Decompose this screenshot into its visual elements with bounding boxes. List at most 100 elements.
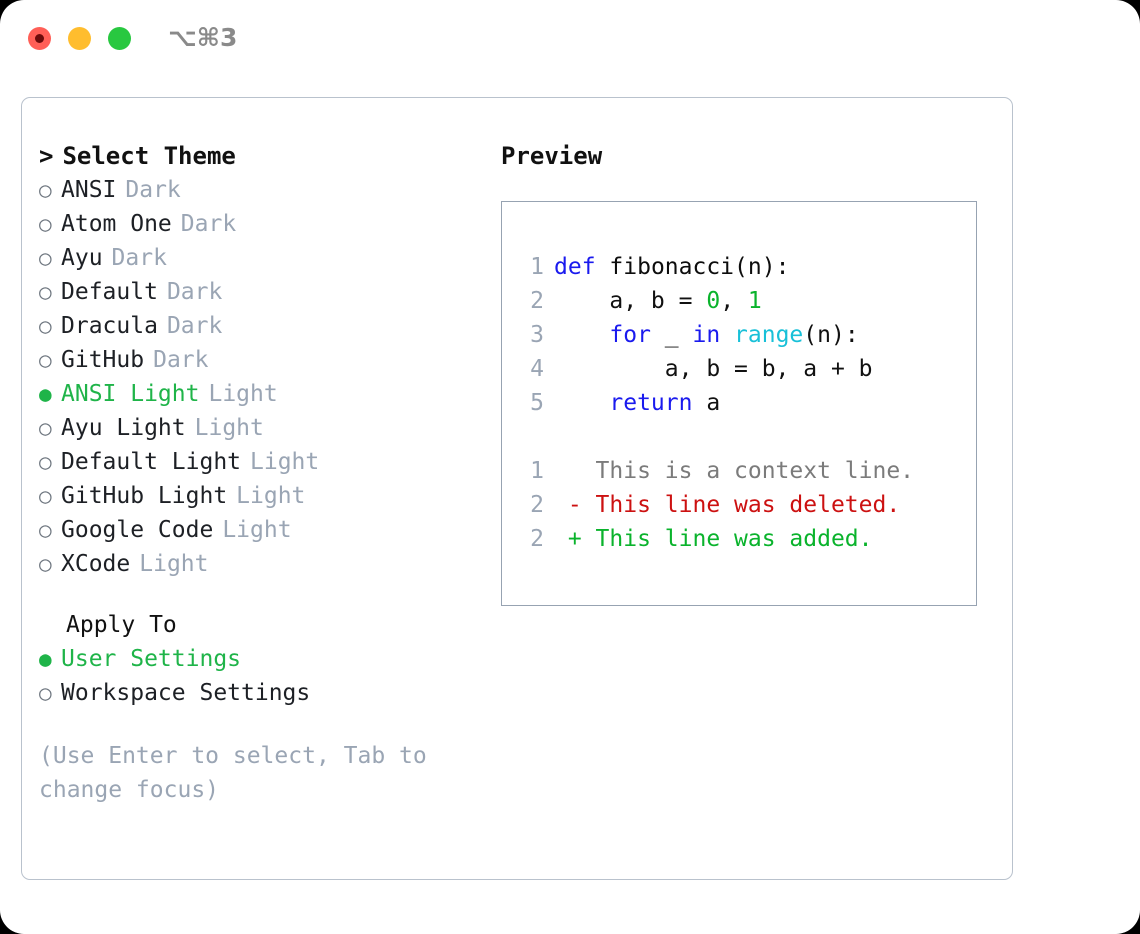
diff-line-text: This line was deleted.: [595, 492, 901, 518]
diff-sign: -: [554, 492, 596, 518]
theme-name-label: GitHub: [61, 347, 145, 373]
theme-name-label: ANSI: [61, 177, 117, 203]
title-bar: ⌥⌘3: [0, 0, 1140, 76]
apply-to-option[interactable]: ● User Settings: [39, 642, 469, 676]
code-line: 3 for _ in range(n):: [518, 318, 970, 352]
radio-selected-icon: ●: [39, 647, 52, 671]
apply-to-heading: Apply To: [66, 612, 177, 638]
maximize-window-button[interactable]: [108, 27, 131, 50]
code-token: [554, 322, 609, 348]
theme-name-label: Google Code: [61, 517, 214, 543]
theme-list-item[interactable]: ○ Dracula Dark: [39, 309, 469, 343]
close-window-button[interactable]: [28, 27, 51, 50]
radio-unselected-icon: ○: [39, 314, 52, 338]
theme-name-label: GitHub Light: [61, 483, 228, 509]
diff-line-number: 2: [530, 526, 544, 552]
theme-variant-tag: Light: [222, 517, 292, 543]
diff-line-number: 2: [530, 492, 544, 518]
code-token: [720, 322, 734, 348]
theme-name-label: Dracula: [61, 313, 158, 339]
theme-variant-tag: Dark: [180, 211, 237, 237]
radio-unselected-icon: ○: [39, 178, 52, 202]
caret-right-icon: >: [39, 142, 54, 170]
diff-line-text: This line was added.: [595, 526, 873, 552]
radio-unselected-icon: ○: [39, 484, 52, 508]
theme-variant-tag: Light: [208, 381, 278, 407]
apply-to-option[interactable]: ○Workspace Settings: [39, 676, 469, 710]
diff-line: 1 This is a context line.: [518, 454, 970, 488]
code-diff-spacer: [518, 420, 970, 454]
theme-list-item[interactable]: ○ GitHub Dark: [39, 343, 469, 377]
theme-name-label: Default: [61, 279, 158, 305]
code-token: def: [554, 254, 596, 280]
theme-variant-tag: Light: [139, 551, 209, 577]
theme-name-label: Ayu Light: [61, 415, 186, 441]
theme-name-label: Atom One: [61, 211, 172, 237]
select-theme-heading-label: Select Theme: [62, 142, 236, 170]
theme-variant-tag: Dark: [125, 177, 181, 203]
apply-to-option-label: User Settings: [61, 646, 242, 672]
code-token: [554, 390, 609, 416]
radio-unselected-icon: ○: [39, 348, 52, 372]
diff-line-number: 1: [530, 458, 544, 484]
select-theme-heading: > Select Theme: [39, 139, 469, 173]
code-token: ,: [720, 288, 748, 314]
radio-unselected-icon: ○: [39, 280, 52, 304]
code-line-number: 3: [530, 322, 544, 348]
preview-heading: Preview: [501, 142, 603, 170]
keyboard-hint-text: (Use Enter to select, Tab to change focu…: [39, 743, 427, 803]
diff-line-text: This is a context line.: [595, 458, 915, 484]
code-token: a: [692, 390, 721, 416]
code-line-number: 5: [530, 390, 544, 416]
theme-variant-tag: Light: [236, 483, 306, 509]
code-line: 5 return a: [518, 386, 970, 420]
code-token: range: [734, 322, 804, 348]
theme-list-item[interactable]: ○ GitHub Light Light: [39, 479, 469, 513]
code-token: 0: [706, 288, 721, 314]
code-line-number: 1: [530, 254, 544, 280]
theme-variant-tag: Light: [250, 449, 320, 475]
diff-sign: +: [554, 526, 596, 552]
code-token: return: [609, 390, 693, 416]
code-line-number: 4: [530, 356, 544, 382]
theme-variant-tag: Dark: [166, 313, 223, 339]
theme-list-item[interactable]: ○ ANSI Dark: [39, 173, 469, 207]
diff-snippet: 1 This is a context line.2 - This line w…: [518, 454, 970, 556]
theme-name-label: ANSI Light: [61, 381, 200, 407]
radio-unselected-icon: ○: [39, 246, 52, 270]
radio-unselected-icon: ○: [39, 681, 52, 705]
code-token: in: [692, 322, 721, 348]
code-token: a, b = b, a + b: [554, 356, 873, 382]
code-token: a, b =: [554, 288, 707, 314]
code-line: 1 def fibonacci(n):: [518, 250, 970, 284]
diff-line: 2 - This line was deleted.: [518, 488, 970, 522]
diff-line: 2 + This line was added.: [518, 522, 970, 556]
code-line-number: 2: [530, 288, 544, 314]
code-token: for: [609, 322, 651, 348]
radio-unselected-icon: ○: [39, 552, 52, 576]
code-token: [596, 254, 610, 280]
radio-unselected-icon: ○: [39, 416, 52, 440]
apply-to-options: ● User Settings ○Workspace Settings: [39, 642, 469, 710]
code-line: 2 a, b = 0, 1: [518, 284, 970, 318]
theme-variant-tag: Dark: [111, 245, 167, 271]
code-token: 1: [747, 288, 762, 314]
theme-variant-tag: Dark: [153, 347, 209, 373]
minimize-window-button[interactable]: [68, 27, 91, 50]
code-token: fibonacci(n):: [609, 254, 790, 280]
